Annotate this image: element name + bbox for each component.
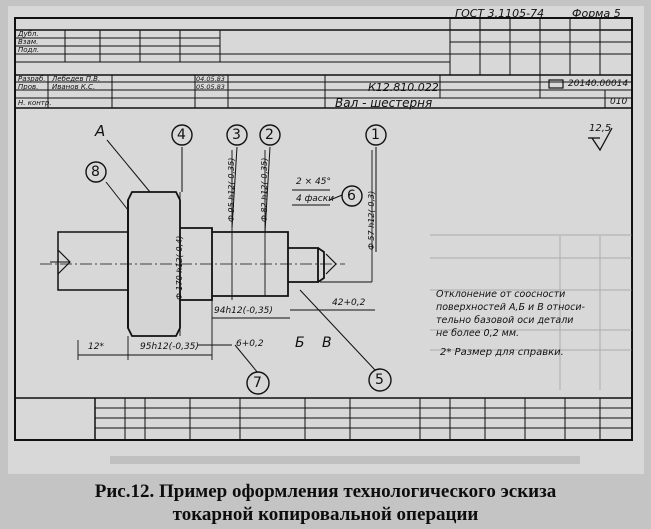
callout-4: 4 — [177, 127, 186, 143]
date-developer: 04.05.83 — [196, 75, 225, 83]
operation-number: 010 — [610, 97, 628, 107]
side-label-vzam: Взам. — [18, 38, 39, 46]
side-label-podl: Подл. — [18, 46, 40, 54]
control-label: Н. контр. — [18, 99, 52, 107]
figure-caption-line-2: токарной копировальной операции — [172, 504, 479, 525]
shaft-part — [40, 191, 345, 337]
role-checker: Пров. — [18, 83, 39, 91]
dim-length-94: 94h12(-0,35) — [214, 306, 273, 316]
name-checker: Иванов К.С. — [52, 83, 96, 91]
note-line-1: Отклонение от соосности — [436, 289, 566, 300]
callout-2: 2 — [265, 127, 274, 143]
note-line-4: не более 0,2 мм. — [436, 328, 520, 339]
dim-chamfer-note: 4 фаски — [296, 194, 335, 204]
dim-length-95: 95h12(-0,35) — [140, 342, 199, 352]
note-line-3: тельно базовой оси детали — [436, 315, 574, 326]
dim-d170: Ф 170 h12(-0,4) — [175, 235, 184, 300]
dim-length-12: 12* — [88, 342, 104, 352]
figure-caption-line-1: Рис.12. Пример оформления технологическо… — [94, 481, 557, 502]
surface-letter-v: В — [322, 335, 332, 351]
part-number: 20140.00014 — [568, 79, 629, 89]
dim-length-42: 42+0,2 — [332, 298, 366, 308]
callout-8: 8 — [91, 164, 100, 180]
callout-1: 1 — [371, 127, 380, 143]
name-developer: Лебедев П.В. — [52, 75, 101, 83]
side-label-dubl: Дубл. — [18, 30, 39, 38]
callout-6: 6 — [347, 188, 356, 204]
note-line-5: 2* Размер для справки. — [440, 347, 564, 358]
doc-number: К12.810.022 — [368, 81, 439, 94]
roughness-value: 12,5 — [589, 123, 612, 134]
form-label: Форма 5 — [572, 7, 621, 20]
surface-letter-b: Б — [295, 335, 305, 351]
callout-7: 7 — [253, 375, 262, 391]
gost-label: ГОСТ 3.1105-74 — [455, 7, 545, 20]
role-developer: Разраб. — [18, 75, 46, 83]
dim-d57: Ф 57 h12(-0,3) — [367, 190, 376, 250]
dim-d82: Ф 82 h12(-0,35) — [260, 157, 269, 222]
dim-length-6: 6+0,2 — [236, 339, 264, 349]
drawing-frame — [14, 17, 633, 441]
dim-d95: Ф 95 h12(-0,35) — [227, 157, 236, 222]
callout-5: 5 — [375, 372, 384, 388]
part-name: Вал - шестерня — [335, 96, 433, 110]
callout-3: 3 — [232, 127, 241, 143]
note-line-2: поверхностей А,Б и В относи- — [436, 302, 585, 313]
dim-chamfer: 2 × 45° — [296, 177, 331, 187]
date-checker: 05.05.83 — [196, 83, 225, 91]
surface-letter-a: А — [95, 122, 106, 140]
